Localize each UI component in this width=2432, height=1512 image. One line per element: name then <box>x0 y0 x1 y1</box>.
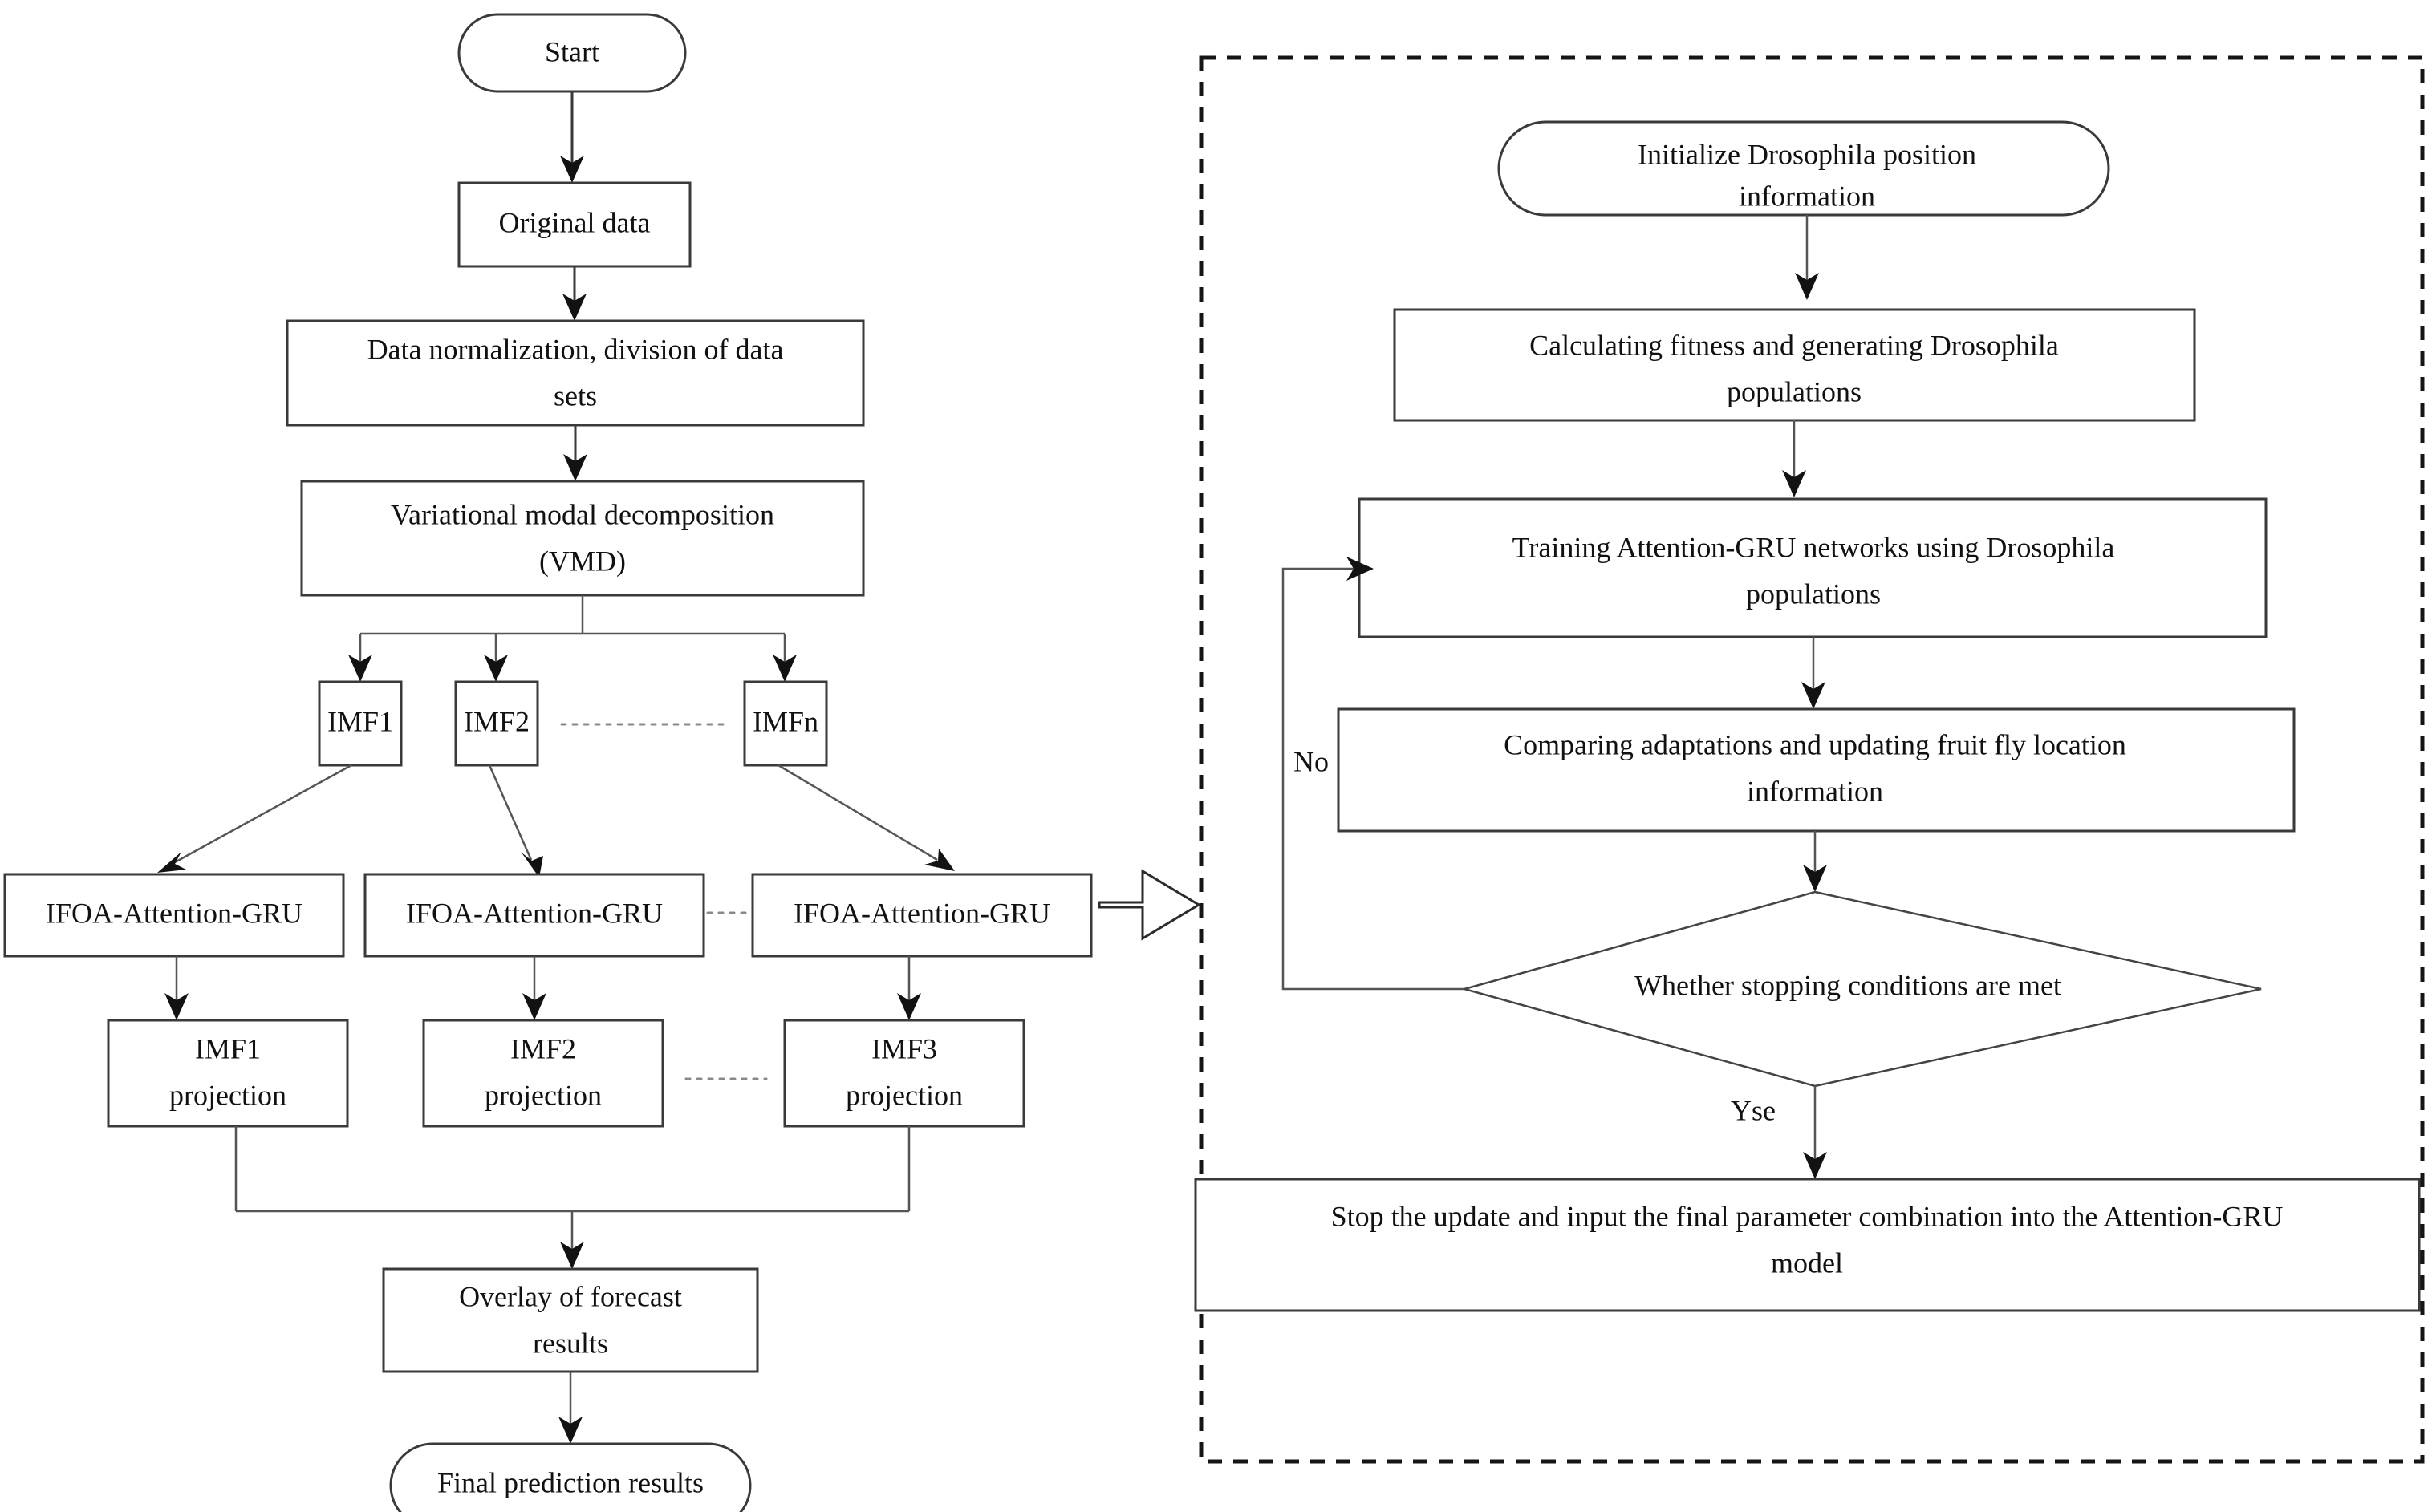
node-imf3-projection[interactable] <box>783 1019 1025 1128</box>
node-overlay-forecast[interactable] <box>382 1267 759 1373</box>
arrowhead-gru3-to-proj3 <box>897 993 921 1020</box>
node-imf2-projection[interactable] <box>422 1019 664 1128</box>
arrowhead-decision-yes <box>1803 1152 1827 1179</box>
node-calculating-fitness[interactable] <box>1393 308 2196 422</box>
node-imf1-projection[interactable] <box>107 1019 349 1128</box>
node-imfn[interactable] <box>743 680 828 767</box>
node-vmd-line1: Variational modal decomposition <box>391 498 774 530</box>
node-stop-update[interactable] <box>1194 1178 2421 1312</box>
node-stop-update-line2: model <box>1771 1246 1843 1279</box>
node-overlay-forecast-line2: results <box>533 1327 608 1359</box>
node-start-label: Start <box>545 35 599 67</box>
node-overlay-forecast-line1: Overlay of forecast <box>459 1280 682 1312</box>
edge-label-no: No <box>1293 745 1329 777</box>
node-ifoa-gru-1[interactable] <box>3 873 345 958</box>
arrowhead-decision-no-feedback <box>1346 557 1374 581</box>
edge-imf2-to-gru2 <box>488 764 533 861</box>
edge-decision-no-feedback <box>1281 567 1464 991</box>
node-calculating-fitness-line1: Calculating fitness and generating Droso… <box>1529 329 2059 361</box>
arrowhead-vmd-to-imf2 <box>484 655 508 682</box>
node-imf2-projection-line2: projection <box>485 1079 602 1111</box>
node-training-attention-gru-line1: Training Attention-GRU networks using Dr… <box>1512 531 2115 563</box>
node-imf1-projection-line2: projection <box>169 1079 286 1111</box>
node-imf2-label: IMF2 <box>464 705 530 737</box>
arrowhead-merge-to-overlay <box>560 1242 584 1269</box>
node-training-attention-gru[interactable] <box>1358 497 2268 638</box>
arrowhead-gru1-to-proj1 <box>164 993 189 1020</box>
node-ifoa-gru-2-label: IFOA-Attention-GRU <box>406 897 663 929</box>
arrowhead-training-to-comparing <box>1801 682 1825 709</box>
node-original-data-label: Original data <box>499 206 651 238</box>
edge-imfn-to-gru3 <box>778 764 938 861</box>
arrowhead-gru2-to-proj2 <box>522 993 546 1020</box>
arrowhead-start-to-original <box>560 156 584 183</box>
node-comparing-adaptations-line2: information <box>1747 775 1883 807</box>
node-ifoa-gru-1-label: IFOA-Attention-GRU <box>46 897 302 929</box>
edge-label-yes: Yse <box>1731 1094 1776 1126</box>
node-initialize-drosophila-line1: Initialize Drosophila position <box>1638 138 1976 170</box>
node-ifoa-gru-3-label: IFOA-Attention-GRU <box>794 897 1050 929</box>
node-training-attention-gru-line2: populations <box>1746 578 1881 610</box>
node-vmd-line2: (VMD) <box>539 545 626 577</box>
node-imf1[interactable] <box>318 680 403 767</box>
edge-imf1-to-gru1 <box>174 764 352 864</box>
arrowhead-original-to-normalization <box>562 294 587 321</box>
node-initialize-drosophila-line2: information <box>1739 180 1875 212</box>
ifoa-group-dashed-border <box>1199 55 2425 1464</box>
arrowhead-normalization-to-vmd <box>563 454 587 481</box>
node-final-prediction[interactable] <box>389 1442 752 1512</box>
node-data-normalization[interactable] <box>286 319 865 427</box>
node-calculating-fitness-line2: populations <box>1727 375 1862 407</box>
node-ifoa-gru-3[interactable] <box>751 873 1093 958</box>
arrowhead-imf1-to-gru1 <box>157 852 186 873</box>
arrowhead-overlay-to-final <box>558 1417 583 1444</box>
arrowhead-imf2-to-gru2 <box>522 853 543 878</box>
node-imf1-projection-line1: IMF1 <box>195 1032 261 1064</box>
node-final-prediction-label: Final prediction results <box>437 1466 704 1498</box>
node-imf2-projection-line1: IMF2 <box>510 1032 576 1064</box>
node-data-normalization-line1: Data normalization, division of data <box>367 333 784 365</box>
arrowhead-initialize-to-fitness <box>1795 273 1819 300</box>
arrowhead-vmd-to-imfn <box>773 655 797 682</box>
node-imf3-projection-line1: IMF3 <box>871 1032 937 1064</box>
arrowhead-fitness-to-training <box>1782 470 1806 497</box>
block-arrow-ifoa-to-gru <box>1098 869 1201 941</box>
node-original-data[interactable] <box>457 181 692 268</box>
node-vmd[interactable] <box>300 480 865 597</box>
node-comparing-adaptations[interactable] <box>1337 707 2296 833</box>
node-imfn-label: IMFn <box>753 705 818 737</box>
node-comparing-adaptations-line1: Comparing adaptations and updating fruit… <box>1504 728 2126 760</box>
arrowhead-comparing-to-decision <box>1803 865 1827 892</box>
node-decision-stopping-conditions-label: Whether stopping conditions are met <box>1634 969 2061 1001</box>
node-data-normalization-line2: sets <box>554 379 597 411</box>
arrowhead-imfn-to-gru3 <box>924 849 955 871</box>
node-imf3-projection-line2: projection <box>846 1079 963 1111</box>
node-stop-update-line1: Stop the update and input the final para… <box>1331 1200 2284 1232</box>
node-imf1-label: IMF1 <box>327 705 393 737</box>
node-ifoa-gru-2[interactable] <box>363 873 705 958</box>
node-imf2[interactable] <box>454 680 539 767</box>
node-initialize-drosophila[interactable] <box>1497 120 2110 217</box>
arrowhead-vmd-to-imf1 <box>348 655 372 682</box>
